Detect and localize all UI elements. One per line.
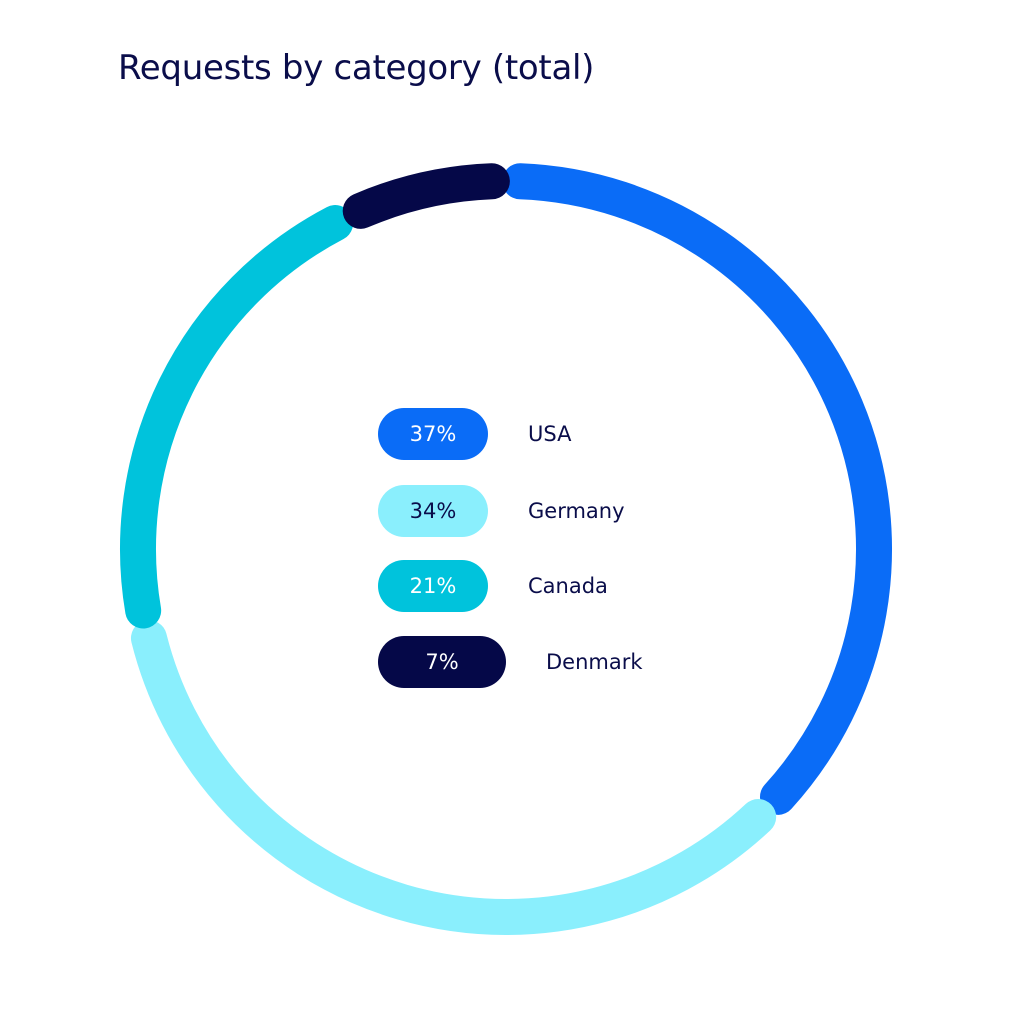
donut-segment-canada <box>120 205 354 629</box>
legend-label: USA <box>528 422 572 446</box>
legend-label: Denmark <box>546 650 643 674</box>
legend-label: Germany <box>528 499 625 523</box>
legend-item-canada: 21% Canada <box>378 560 608 612</box>
donut-segment-germany <box>130 620 777 935</box>
donut-segment-usa <box>502 163 892 815</box>
legend-value-pill: 21% <box>378 560 488 612</box>
legend-value-pill: 37% <box>378 408 488 460</box>
legend-value-pill: 34% <box>378 485 488 537</box>
legend-item-denmark: 7% Denmark <box>378 636 643 688</box>
legend-value-pill: 7% <box>378 636 506 688</box>
legend-item-usa: 37% USA <box>378 408 571 460</box>
legend-item-germany: 34% Germany <box>378 485 625 537</box>
legend-label: Canada <box>528 574 608 598</box>
chart-title: Requests by category (total) <box>118 48 595 88</box>
donut-segment-denmark <box>342 163 510 229</box>
